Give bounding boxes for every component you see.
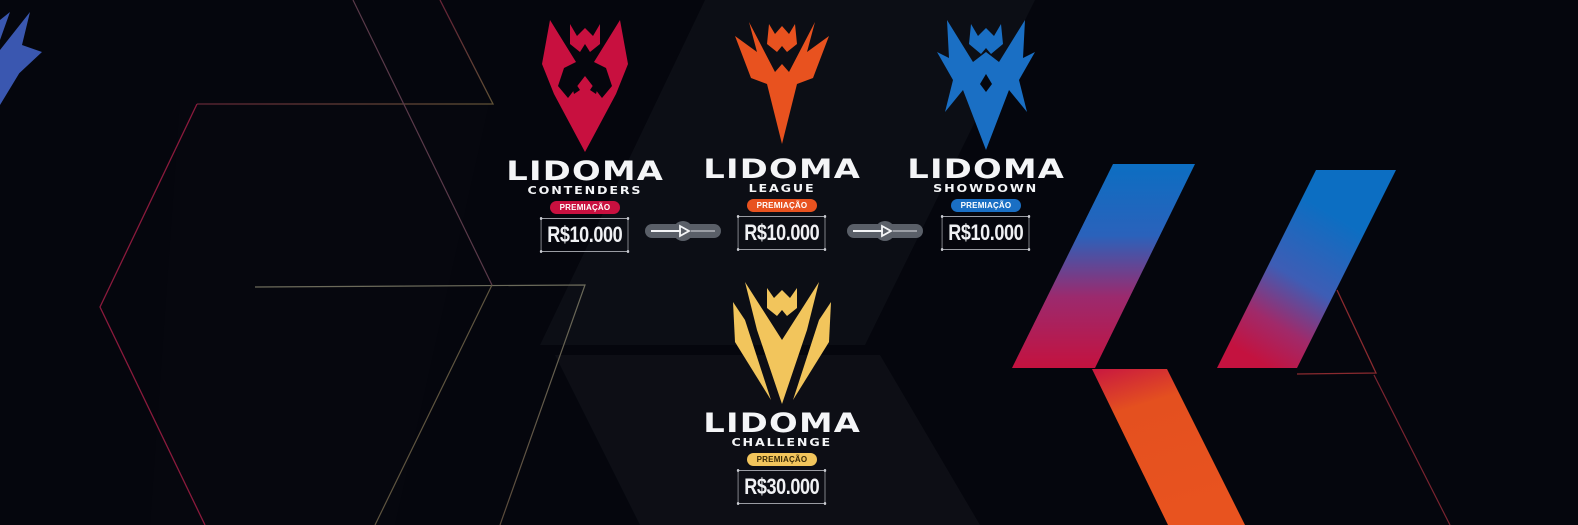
- league-brand-name: LIDOMA: [505, 156, 664, 187]
- league-subtitle: LEAGUE: [748, 182, 816, 195]
- league-brand-name: LIDOMA: [906, 154, 1065, 185]
- arrow-right-icon: [645, 221, 721, 241]
- prize-label-badge: PREMIAÇÃO: [746, 453, 818, 466]
- prize-amount: R$10.000: [540, 217, 630, 253]
- league-subtitle: SHOWDOWN: [933, 182, 1039, 195]
- prize-amount: R$30.000: [737, 469, 827, 505]
- prize-label-badge: PREMIAÇÃO: [549, 201, 621, 214]
- league-card-showdown: LIDOMA SHOWDOWN PREMIAÇÃO R$10.000: [901, 12, 1071, 251]
- prize-value: R$10.000: [547, 222, 623, 247]
- league-card-league: LIDOMA LEAGUE PREMIAÇÃO R$10.000: [697, 12, 867, 251]
- showdown-crest-icon: [937, 20, 1035, 150]
- league-brand-name: LIDOMA: [702, 154, 861, 185]
- challenge-crest-icon: [733, 282, 831, 404]
- league-card-challenge: LIDOMA CHALLENGE PREMIAÇÃO R$30.000: [697, 280, 867, 505]
- prize-amount: R$10.000: [737, 215, 827, 251]
- prize-value: R$10.000: [744, 220, 820, 245]
- league-crest-icon: [735, 22, 829, 144]
- prize-value: R$10.000: [948, 220, 1024, 245]
- partial-blue-crest-icon: [0, 12, 42, 105]
- arrow-right-icon: [847, 221, 923, 241]
- prize-label-badge: PREMIAÇÃO: [746, 199, 818, 212]
- league-subtitle: CHALLENGE: [731, 436, 833, 449]
- league-card-contenders: LIDOMA CONTENDERS PREMIAÇÃO R$10.000: [500, 14, 670, 253]
- prize-value: R$30.000: [744, 474, 820, 499]
- prize-label-badge: PREMIAÇÃO: [950, 199, 1022, 212]
- prize-amount: R$10.000: [941, 215, 1031, 251]
- contenders-crest-icon: [542, 20, 628, 152]
- league-subtitle: CONTENDERS: [527, 184, 643, 197]
- league-brand-name: LIDOMA: [702, 408, 861, 439]
